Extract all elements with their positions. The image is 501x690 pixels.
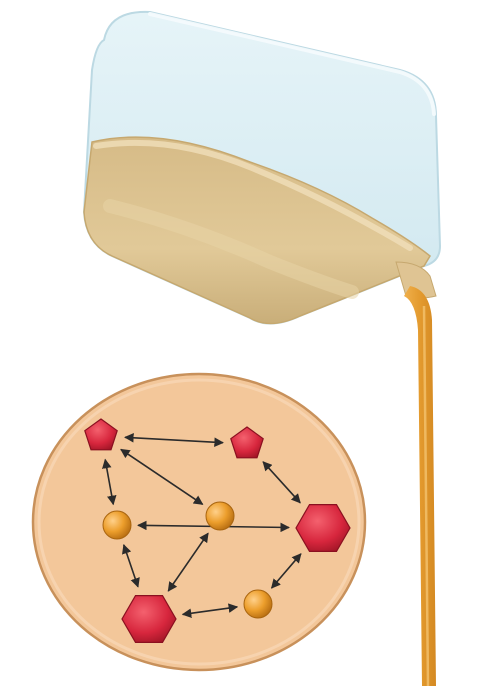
- molecule-sphere-m4: [103, 511, 131, 539]
- molecule-sphere-m7: [244, 590, 272, 618]
- molecule-magnification: [33, 374, 365, 670]
- molecule-sphere-m3: [206, 502, 234, 530]
- glass-container: [84, 12, 440, 324]
- cropped-caption: [60, 672, 360, 690]
- pouring-stream: [404, 286, 436, 686]
